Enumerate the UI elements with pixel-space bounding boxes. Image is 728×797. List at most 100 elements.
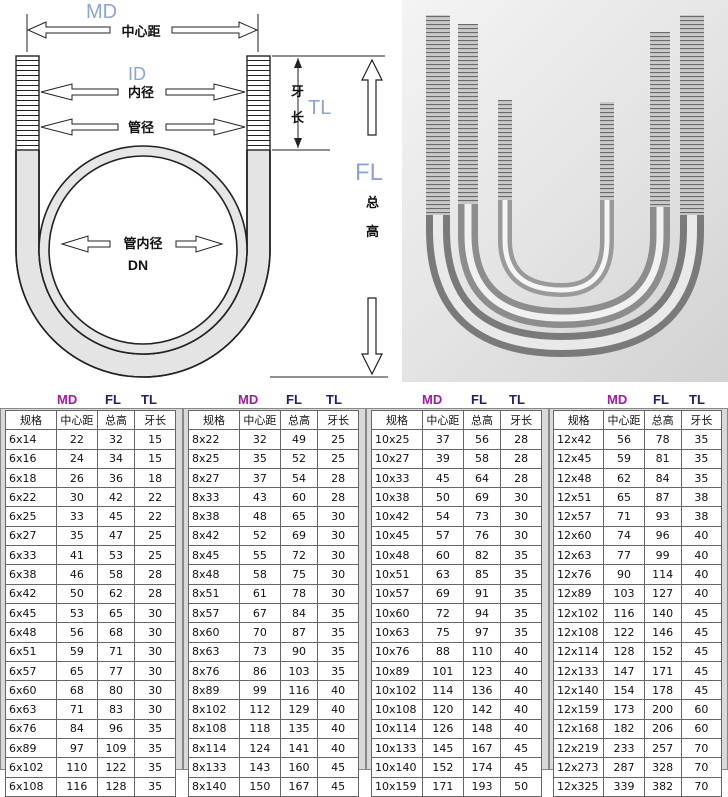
total-height-cell: 85 [462, 564, 502, 585]
total-height-cell: 96 [643, 525, 682, 547]
spec-cell: 6x27 [5, 525, 57, 547]
spec-cell: 10x27 [371, 448, 423, 469]
legend-md: MD [238, 392, 259, 407]
total-height-cell: 84 [643, 467, 682, 489]
total-height-label-1: 总 [366, 195, 379, 211]
center-distance-cell: 77 [603, 545, 645, 566]
spec-cell: 6x63 [5, 699, 57, 720]
spec-cell: 8x42 [188, 525, 240, 547]
center-distance-cell: 50 [56, 583, 98, 604]
spec-cell: 6x16 [5, 448, 57, 469]
center-distance-cell: 24 [56, 448, 98, 469]
total-height-cell: 135 [279, 718, 319, 740]
thread-length-cell: 45 [317, 757, 359, 778]
md-watermark: MD [86, 1, 117, 23]
spec-cell: 12x45 [552, 448, 605, 469]
thread-length-cell: 28 [134, 564, 176, 585]
thread-length-cell: 15 [134, 448, 176, 469]
center-distance-cell: 86 [239, 660, 281, 682]
column-header: 规格 [552, 409, 605, 431]
spec-cell: 8x89 [188, 680, 240, 701]
total-height-cell: 75 [279, 564, 319, 585]
thread-length-cell: 40 [680, 545, 723, 566]
total-height-cell: 69 [279, 525, 319, 547]
total-height-cell: 71 [96, 641, 136, 662]
center-distance-cell: 152 [422, 757, 464, 778]
spec-cell: 12x325 [552, 776, 605, 797]
spec-cell: 6x25 [5, 506, 57, 527]
column-header: 牙长 [680, 409, 723, 431]
center-distance-cell: 73 [239, 641, 281, 662]
u-bolt-drawing: 中心距 MD 内径 ID 管径 管内径 DN 牙 长 TL FL 总 高 [15, 1, 388, 378]
thread-length-cell: 35 [134, 776, 176, 797]
legend-table-1: MD FL TL [0, 388, 181, 410]
thread-length-cell: 50 [500, 776, 542, 797]
total-height-cell: 110 [462, 641, 502, 662]
thread-length-cell: 70 [680, 776, 723, 797]
total-height-cell: 167 [279, 776, 319, 797]
legend-md: MD [607, 392, 628, 407]
thread-length-cell: 35 [134, 757, 176, 778]
center-distance-cell: 32 [239, 429, 281, 450]
thread-length-cell: 40 [500, 680, 542, 701]
spec-cell: 12x48 [552, 467, 605, 489]
center-distance-cell: 43 [239, 487, 281, 508]
center-distance-cell: 54 [422, 506, 464, 527]
legend-md: MD [57, 392, 78, 407]
center-distance-cell: 33 [56, 506, 98, 527]
total-height-cell: 174 [462, 757, 502, 778]
center-distance-cell: 45 [422, 467, 464, 489]
center-distance-cell: 110 [56, 757, 98, 778]
center-distance-cell: 48 [239, 506, 281, 527]
center-distance-cell: 35 [56, 525, 98, 547]
spec-cell: 10x45 [371, 525, 423, 547]
thread-length-cell: 25 [317, 429, 359, 450]
center-distance-cell: 75 [422, 622, 464, 643]
thread-length-cell: 40 [317, 718, 359, 740]
total-height-cell: 140 [643, 602, 682, 624]
center-distance-cell: 182 [603, 718, 645, 740]
total-height-cell: 60 [279, 487, 319, 508]
total-height-cell: 81 [643, 448, 682, 469]
thread-length-cell: 40 [680, 525, 723, 547]
spec-cell: 10x108 [371, 699, 423, 720]
thread-length-cell: 35 [500, 622, 542, 643]
center-distance-cell: 41 [56, 545, 98, 566]
spec-cell: 6x38 [5, 564, 57, 585]
center-distance-cell: 65 [56, 660, 98, 682]
thread-length-cell: 45 [680, 680, 723, 701]
spec-cell: 6x102 [5, 757, 57, 778]
thread-length-cell: 38 [680, 487, 723, 508]
total-height-cell: 97 [462, 622, 502, 643]
table-header-row: 规格中心距总高牙长 [371, 409, 542, 431]
table-header-row: 规格中心距总高牙长 [5, 409, 176, 431]
spec-cell: 12x133 [552, 660, 605, 682]
center-distance-cell: 150 [239, 776, 281, 797]
thread-length-cell: 40 [500, 641, 542, 662]
center-distance-cell: 30 [56, 487, 98, 508]
thread-length-cell: 22 [134, 487, 176, 508]
spec-cell: 8x63 [188, 641, 240, 662]
column-header: 总高 [96, 409, 136, 431]
spec-cell: 6x14 [5, 429, 57, 450]
spec-cell: 12x51 [552, 487, 605, 508]
thread-length-cell: 30 [134, 699, 176, 720]
spec-cell: 12x114 [552, 641, 605, 662]
thread-length-cell: 60 [680, 699, 723, 720]
spec-cell: 8x51 [188, 583, 240, 604]
